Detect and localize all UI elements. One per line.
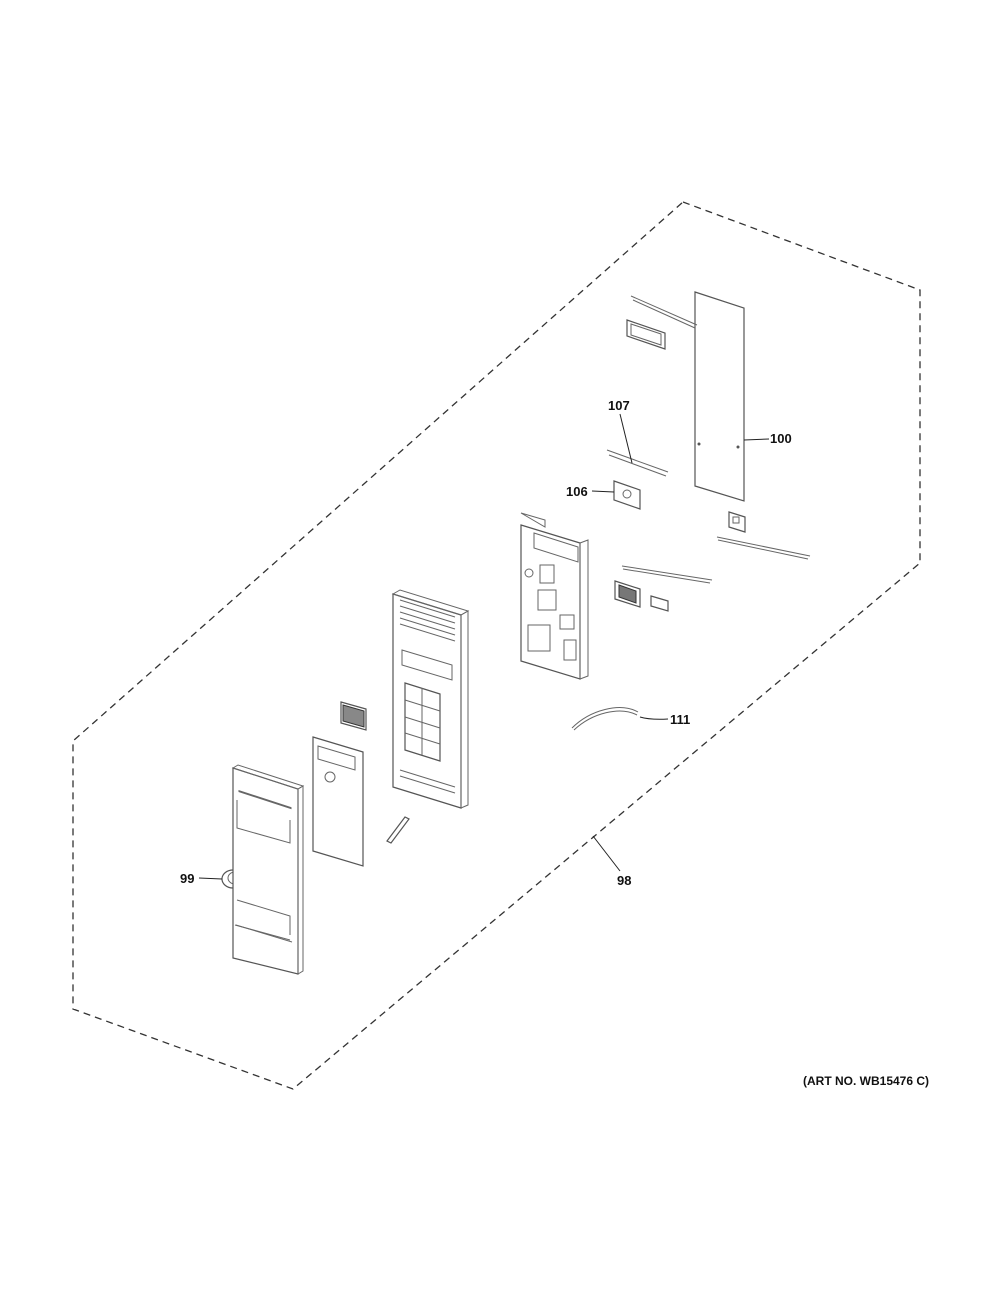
label-98: 98: [617, 873, 631, 888]
label-111: 111: [670, 712, 690, 727]
long-wire-rod-lower: [621, 565, 713, 584]
small-terminal: [650, 595, 669, 612]
assembly-boundary: [72, 201, 921, 1090]
label-106: 106: [566, 484, 588, 499]
switch-component: [614, 580, 641, 608]
long-wire-rod-upper: [716, 536, 811, 560]
label-107: 107: [608, 398, 630, 413]
part-100-cover-sheet: [694, 291, 745, 502]
leader-lines: [198, 413, 770, 880]
label-100: 100: [770, 431, 792, 446]
part-107-wire: [606, 449, 669, 477]
display-window: [340, 701, 367, 731]
control-panel-overlay: [312, 736, 364, 867]
part-111-wire-harness: [571, 707, 639, 731]
art-number: (ART NO. WB15476 C): [803, 1074, 929, 1088]
part-106-bracket: [613, 480, 641, 510]
small-clip: [728, 511, 746, 533]
small-spring-pin: [386, 816, 410, 844]
control-panel-housing: [391, 589, 470, 809]
label-99: 99: [180, 871, 194, 886]
control-circuit-board: [520, 512, 589, 680]
control-panel-trim-frame: [231, 764, 305, 975]
top-wire-connector: [626, 295, 698, 350]
